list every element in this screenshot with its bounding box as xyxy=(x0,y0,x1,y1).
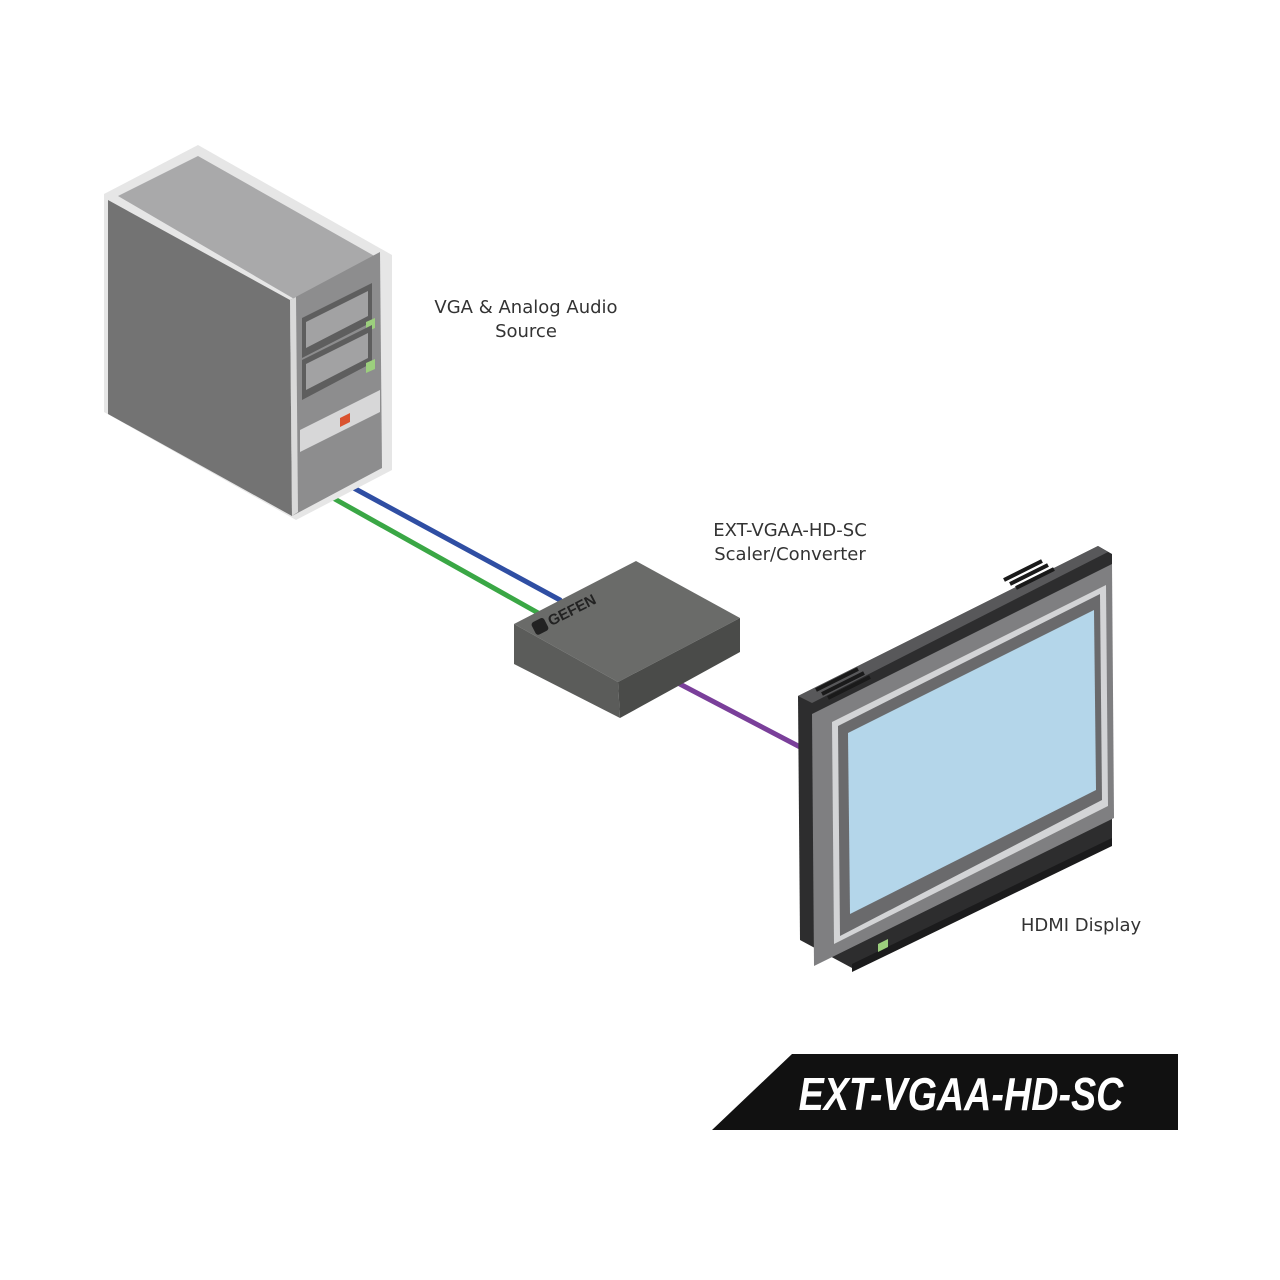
cables xyxy=(330,483,805,751)
hdmi-cable xyxy=(673,679,805,751)
source-label: VGA & Analog Audio Source xyxy=(412,296,640,344)
display-monitor-icon xyxy=(798,546,1114,972)
scaler-label-line1: EXT-VGAA-HD-SC xyxy=(713,520,867,541)
scaler-label-line2: Scaler/Converter xyxy=(714,544,866,565)
display-label: HDMI Display xyxy=(1020,915,1142,936)
scaler-box-icon: GEFEN xyxy=(514,561,740,718)
product-banner xyxy=(712,1054,1178,1130)
source-label-line2: Source xyxy=(495,321,557,342)
source-label-line1: VGA & Analog Audio xyxy=(434,297,618,318)
audio-cable xyxy=(330,495,543,617)
scaler-label: EXT-VGAA-HD-SC Scaler/Converter xyxy=(680,519,900,567)
computer-tower-icon xyxy=(104,145,392,520)
vga-cable xyxy=(347,483,563,603)
product-name-banner-text: EXT-VGAA-HD-SC xyxy=(798,1068,1124,1120)
